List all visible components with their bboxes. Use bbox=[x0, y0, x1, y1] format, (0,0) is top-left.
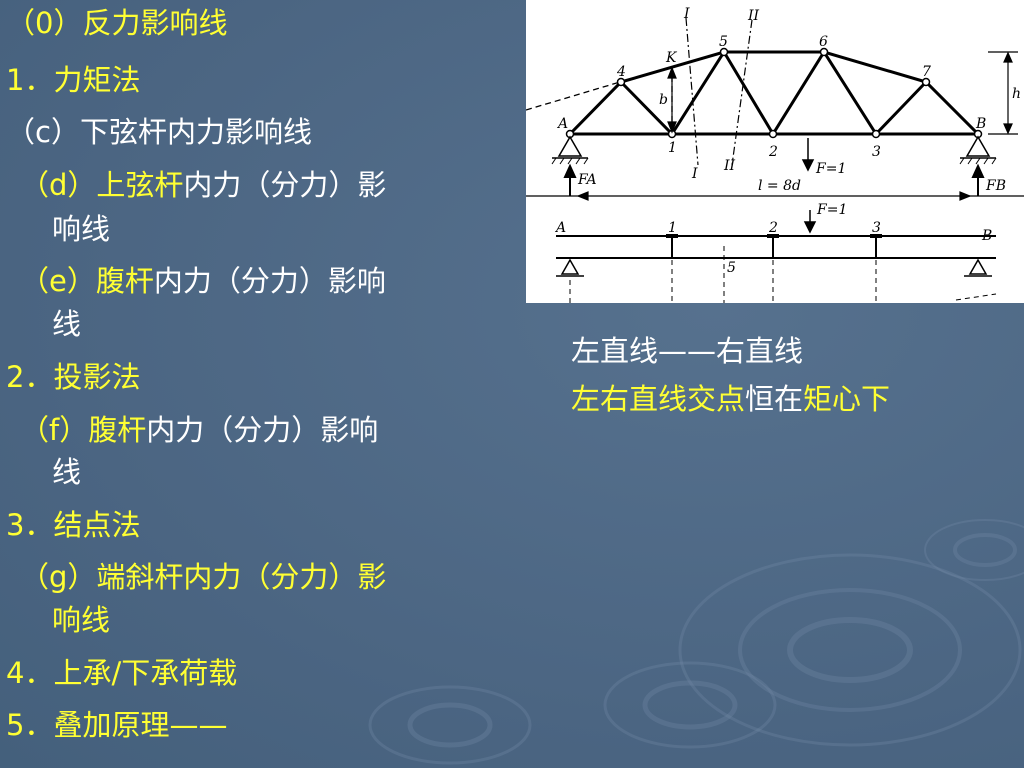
section-label: I bbox=[691, 166, 698, 182]
lower-dashed-lines bbox=[569, 246, 997, 303]
extension-lines bbox=[526, 66, 673, 134]
dimension-label: h bbox=[1012, 86, 1021, 102]
outline-item-text: 响线 bbox=[52, 212, 111, 246]
outline-item-lower-chord: （c）下弦杆内力影响线 bbox=[6, 115, 312, 149]
outline-item-reaction: （0）反力影响线 bbox=[6, 6, 227, 40]
point-k-label: K bbox=[665, 50, 678, 66]
outline-item-moment-method: 1．力矩法 bbox=[6, 63, 140, 97]
outline-item-text: 内力（分力）影响 bbox=[146, 413, 379, 447]
dimension-h bbox=[988, 51, 1018, 135]
node-label: A bbox=[554, 220, 566, 236]
outline-item-text: 1．力矩法 bbox=[6, 63, 141, 97]
truss-figure: I II I II A B 1 2 3 4 5 6 7 K b h F=1 l … bbox=[526, 0, 1024, 303]
section-label: II bbox=[747, 8, 760, 24]
outline-item-superposition: 5．叠加原理—— bbox=[6, 708, 227, 742]
lower-load-arrow bbox=[803, 210, 817, 234]
node-label: 4 bbox=[616, 64, 626, 80]
outline-item-text: （g）端斜杆内力（分力）影 bbox=[20, 560, 387, 594]
outline-item-text: 2．投影法 bbox=[6, 360, 141, 394]
load-label: F=1 bbox=[816, 202, 847, 218]
outline-item-text: （0）反力影响线 bbox=[6, 6, 228, 40]
section-label: I bbox=[683, 6, 690, 22]
node-label: 1 bbox=[668, 140, 677, 156]
outline-item-text: 5．叠加原理—— bbox=[6, 708, 228, 742]
note-text: 恒在 bbox=[745, 382, 804, 416]
outline-item-web-member: （e）腹杆内力（分力）影响 bbox=[20, 264, 386, 298]
node-label: A bbox=[556, 116, 568, 132]
node-label: B bbox=[981, 228, 992, 244]
outline-item-text: （d）上弦杆 bbox=[20, 168, 184, 202]
node-label: 3 bbox=[872, 144, 881, 160]
span-label: l = 8d bbox=[758, 178, 801, 194]
support-a bbox=[551, 135, 589, 165]
outline-item-text: （c）下弦杆内力影响线 bbox=[6, 115, 312, 149]
outline-item-text: 线 bbox=[52, 307, 82, 341]
outline-item-joint-method: 3．结点法 bbox=[6, 508, 140, 542]
outline-item-text: 内力（分力）影 bbox=[183, 168, 387, 202]
outline-item-text: 线 bbox=[52, 455, 82, 489]
outline-item-upper-chord: （d）上弦杆内力（分力）影 bbox=[20, 168, 386, 202]
node-label: 6 bbox=[819, 34, 828, 50]
load-arrow bbox=[801, 138, 815, 172]
truss-members bbox=[568, 49, 980, 137]
note-text: 左右直线交点 bbox=[571, 382, 746, 416]
dimension-b bbox=[667, 66, 677, 134]
note-text: 矩心下 bbox=[803, 382, 891, 416]
span-dimension bbox=[526, 191, 1024, 201]
lower-beam bbox=[556, 234, 996, 259]
outline-item-text: 内力（分力）影响 bbox=[153, 264, 386, 298]
outline-item-text: 4．上承/下承荷载 bbox=[6, 656, 238, 690]
outline-item-projection-method: 2．投影法 bbox=[6, 360, 140, 394]
node-label: 5 bbox=[727, 260, 736, 276]
note-line-1: 左直线——右直线 bbox=[571, 334, 803, 368]
support-b bbox=[959, 135, 997, 165]
truss-diagram: I II I II A B 1 2 3 4 5 6 7 K b h F=1 l … bbox=[526, 6, 1024, 303]
node-label: 2 bbox=[768, 144, 778, 160]
dimension-label: b bbox=[659, 92, 668, 108]
note-text: 左直线——右直线 bbox=[571, 334, 804, 368]
outline-item-text: （e）腹杆 bbox=[20, 264, 154, 298]
outline-item-end-diagonal-cont: 响线 bbox=[52, 603, 110, 637]
load-label: F=1 bbox=[815, 161, 846, 177]
lower-supports bbox=[556, 258, 992, 277]
node-label: 1 bbox=[668, 220, 677, 236]
outline-item-web-member-cont: 线 bbox=[52, 307, 81, 341]
outline-item-text: （f）腹杆 bbox=[20, 413, 147, 447]
reaction-label: FB bbox=[985, 178, 1006, 194]
section-label: II bbox=[723, 158, 736, 174]
outline-item-web-member-2-cont: 线 bbox=[52, 455, 81, 489]
outline-item-text: 3．结点法 bbox=[6, 508, 141, 542]
reaction-arrows bbox=[563, 163, 985, 196]
outline-item-text: 响线 bbox=[52, 603, 111, 637]
node-label: 2 bbox=[768, 220, 778, 236]
outline-item-loading: 4．上承/下承荷载 bbox=[6, 656, 237, 690]
outline-item-end-diagonal: （g）端斜杆内力（分力）影 bbox=[20, 560, 386, 594]
outline-item-upper-chord-cont: 响线 bbox=[52, 212, 110, 246]
reaction-label: FA bbox=[577, 172, 597, 188]
note-line-2: 左右直线交点恒在矩心下 bbox=[571, 382, 890, 416]
outline-item-web-member-2: （f）腹杆内力（分力）影响 bbox=[20, 413, 378, 447]
node-label: B bbox=[975, 116, 986, 132]
node-label: 3 bbox=[872, 220, 881, 236]
truss-joints bbox=[565, 47, 983, 139]
node-label: 7 bbox=[922, 64, 931, 80]
node-label: 5 bbox=[719, 34, 728, 50]
